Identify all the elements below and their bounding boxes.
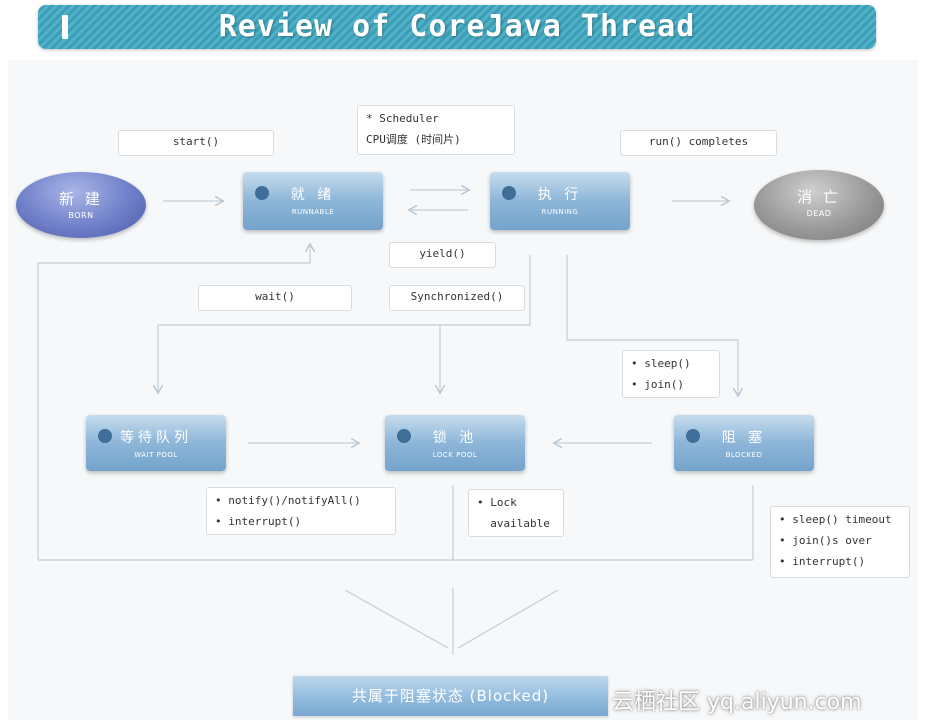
node-dead-cn: 消 亡 (797, 188, 841, 206)
node-dead-en: DEAD (806, 209, 832, 218)
node-runnable-en: RUNNABLE (291, 208, 335, 216)
title-bar-icon (62, 15, 68, 39)
label-timeout-line: • sleep() timeout (779, 513, 892, 526)
label-wait: wait() (198, 285, 352, 311)
label-synchronized: Synchronized() (389, 285, 525, 311)
node-wait-en: WAIT POOL (134, 451, 178, 459)
label-lock-available-line: available (477, 517, 550, 530)
label-scheduler: * Scheduler CPU调度 (时间片) (357, 105, 515, 155)
label-sleep-join-line: • sleep() (631, 357, 691, 370)
label-lock-available: • Lock available (468, 489, 564, 537)
arrow-running-to-blocked (566, 255, 738, 395)
node-lock-en: LOCK POOL (432, 451, 478, 459)
node-blocked-cn: 阻 塞 (721, 430, 767, 446)
label-scheduler-line: CPU调度 (时间片) (366, 133, 461, 146)
node-blocked-en: BLOCKED (725, 451, 763, 459)
node-wait-pool: 等待队列 WAIT POOL (86, 415, 226, 471)
label-lock-available-line: • Lock (477, 496, 517, 509)
label-notify-line: • notify()/notifyAll() (215, 494, 361, 507)
page-title: Review of CoreJava Thread (218, 9, 696, 44)
label-sleep-join: • sleep() • join() (622, 350, 720, 398)
bullet-icon (686, 429, 700, 443)
node-runnable: 就 绪 RUNNABLE (243, 172, 383, 230)
title-banner: Review of CoreJava Thread (38, 5, 876, 49)
node-dead: 消 亡 DEAD (754, 170, 884, 240)
funnel-right (457, 589, 559, 649)
label-timeout: • sleep() timeout • join()s over • inter… (770, 506, 910, 578)
arrow-running-to-wait (158, 255, 531, 392)
label-run-completes: run() completes (620, 130, 777, 156)
watermark: 云栖社区 yq.aliyun.com (612, 690, 862, 715)
node-born: 新 建 BORN (16, 172, 146, 238)
funnel-left (344, 589, 449, 649)
node-running-cn: 执 行 (537, 187, 583, 203)
label-timeout-line: • join()s over (779, 534, 872, 547)
label-yield: yield() (389, 242, 496, 268)
bullet-icon (98, 429, 112, 443)
node-running-en: RUNNING (541, 208, 579, 216)
bullet-icon (502, 186, 516, 200)
label-notify: • notify()/notifyAll() • interrupt() (206, 487, 396, 535)
arrow-return-to-runnable (37, 245, 310, 560)
blocked-summary-bar: 共属于阻塞状态 (Blocked) (293, 676, 608, 716)
label-scheduler-line: * Scheduler (366, 112, 439, 125)
bullet-icon (255, 186, 269, 200)
node-born-en: BORN (68, 211, 94, 220)
label-sleep-join-line: • join() (631, 378, 684, 391)
node-running: 执 行 RUNNING (490, 172, 630, 230)
node-runnable-cn: 就 绪 (290, 187, 336, 203)
node-blocked: 阻 塞 BLOCKED (674, 415, 814, 471)
label-start: start() (118, 130, 274, 156)
node-born-cn: 新 建 (59, 190, 103, 208)
node-lock-pool: 锁 池 LOCK POOL (385, 415, 525, 471)
bullet-icon (397, 429, 411, 443)
label-notify-line: • interrupt() (215, 515, 302, 528)
node-wait-cn: 等待队列 (120, 430, 192, 446)
node-lock-cn: 锁 池 (432, 430, 478, 446)
label-timeout-line: • interrupt() (779, 555, 866, 568)
